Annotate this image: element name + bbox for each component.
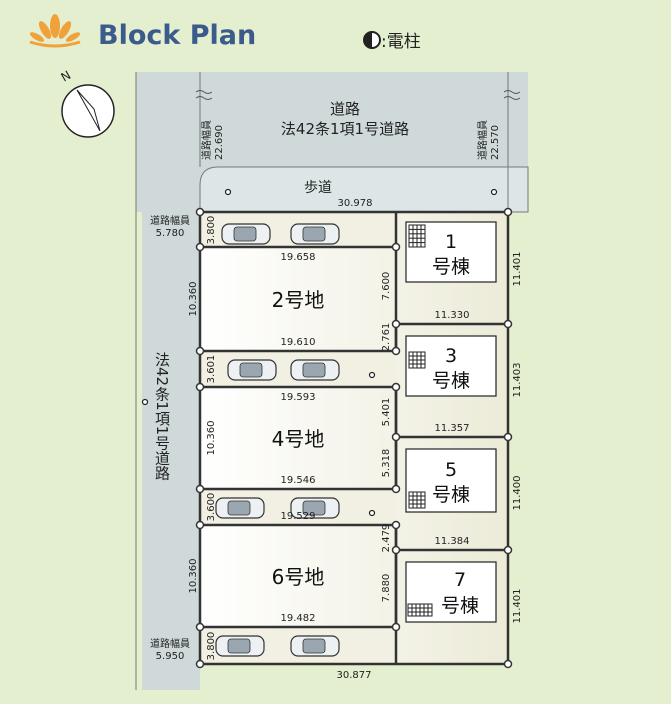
utility-pole-icon [224, 188, 232, 196]
dim-label: 19.529 [281, 511, 316, 522]
car-icon [290, 223, 340, 245]
dim-label: 11.401 [512, 589, 523, 624]
utility-pole-icon [368, 371, 376, 379]
utility-pole-legend: :電柱 [363, 31, 421, 52]
dim-label: 2.479 [381, 524, 392, 553]
page-title: Block Plan [98, 20, 256, 51]
utility-pole-icon [141, 398, 149, 406]
dim-label: 11.384 [435, 536, 470, 547]
dim-label: 5.401 [381, 398, 392, 427]
dim-label: 11.401 [512, 252, 523, 287]
dimension-labels: 3.800 19.658 10.360 7.600 11.401 11.330 … [188, 216, 523, 681]
building-5-suffix: 号棟 [432, 484, 470, 506]
building-5-number: 5 [445, 459, 457, 481]
car-icon [290, 635, 340, 657]
dim-label: 3.800 [206, 216, 217, 245]
building-1-suffix: 号棟 [432, 256, 470, 278]
west-road-law: 法42条1項1号道路 [153, 352, 171, 480]
stair-grid-icon [407, 603, 433, 617]
dim-label: 19.593 [281, 392, 316, 403]
north-road-width-right-value: 22.570 [490, 125, 501, 160]
dim-label: 2.761 [381, 323, 392, 352]
lotus-logo-icon [29, 14, 81, 48]
dim-label: 3.601 [206, 355, 217, 384]
dim-label: 7.880 [381, 574, 392, 603]
car-icon [227, 359, 277, 381]
dim-label: 3.600 [206, 493, 217, 522]
utility-pole-icon [490, 188, 498, 196]
parking-cars [215, 223, 340, 657]
sidewalk-length: 30.978 [338, 198, 373, 209]
dim-label: 10.360 [206, 421, 217, 456]
stair-icons [407, 224, 433, 617]
north-road-width-right-label: 道路幅員 [476, 120, 489, 160]
west-road [142, 212, 200, 690]
north-compass-icon: N [59, 68, 115, 138]
dim-label: 11.330 [435, 310, 470, 321]
north-road-width-left-value: 22.690 [214, 125, 225, 160]
dim-label: 19.610 [281, 337, 316, 348]
boundary-markers [195, 207, 513, 669]
lot-4-label: 4号地 [272, 427, 325, 451]
dim-label: 19.658 [281, 252, 316, 263]
legend-label: :電柱 [381, 32, 421, 52]
west-road-width-top-value: 5.780 [156, 228, 185, 239]
dim-label: 11.357 [435, 423, 470, 434]
dim-label: 11.403 [512, 363, 523, 398]
dim-label: 10.360 [188, 282, 199, 317]
building-3: 3 号棟 [405, 335, 497, 397]
stair-grid-icon [408, 224, 426, 248]
north-road-width-left-label: 道路幅員 [200, 120, 213, 160]
dim-label: 10.360 [188, 559, 199, 594]
dim-label: 19.546 [281, 475, 316, 486]
dim-label: 5.318 [381, 449, 392, 478]
car-icon [290, 359, 340, 381]
svg-text:N: N [59, 68, 74, 85]
dim-label: 7.600 [381, 272, 392, 301]
sidewalk-label: 歩道 [304, 180, 332, 196]
dim-label: 19.482 [281, 613, 316, 624]
sidewalk [199, 166, 529, 213]
west-road-width-top-label: 道路幅員 [150, 214, 190, 227]
stair-grid-icon [408, 351, 426, 369]
dim-label: 3.800 [206, 632, 217, 661]
dim-label: 11.400 [512, 476, 523, 511]
building-7-suffix: 号棟 [441, 595, 479, 617]
west-road-width-bottom-value: 5.950 [156, 651, 185, 662]
building-1-number: 1 [445, 231, 457, 253]
building-7-number: 7 [454, 569, 466, 591]
car-icon [221, 223, 271, 245]
building-3-number: 3 [445, 345, 457, 367]
utility-poles [141, 188, 498, 517]
dim-label: 30.877 [337, 670, 372, 681]
west-road-width-bottom-label: 道路幅員 [150, 637, 190, 650]
car-icon [215, 497, 265, 519]
utility-pole-icon [368, 509, 376, 517]
north-road-law: 法42条1項1号道路 [281, 120, 409, 138]
stair-grid-icon [408, 491, 426, 509]
north-road-name: 道路 [330, 100, 360, 118]
lot-6-label: 6号地 [272, 565, 325, 589]
car-icon [290, 497, 340, 519]
car-icon [215, 635, 265, 657]
building-3-suffix: 号棟 [432, 370, 470, 392]
lot-2-label: 2号地 [272, 288, 325, 312]
